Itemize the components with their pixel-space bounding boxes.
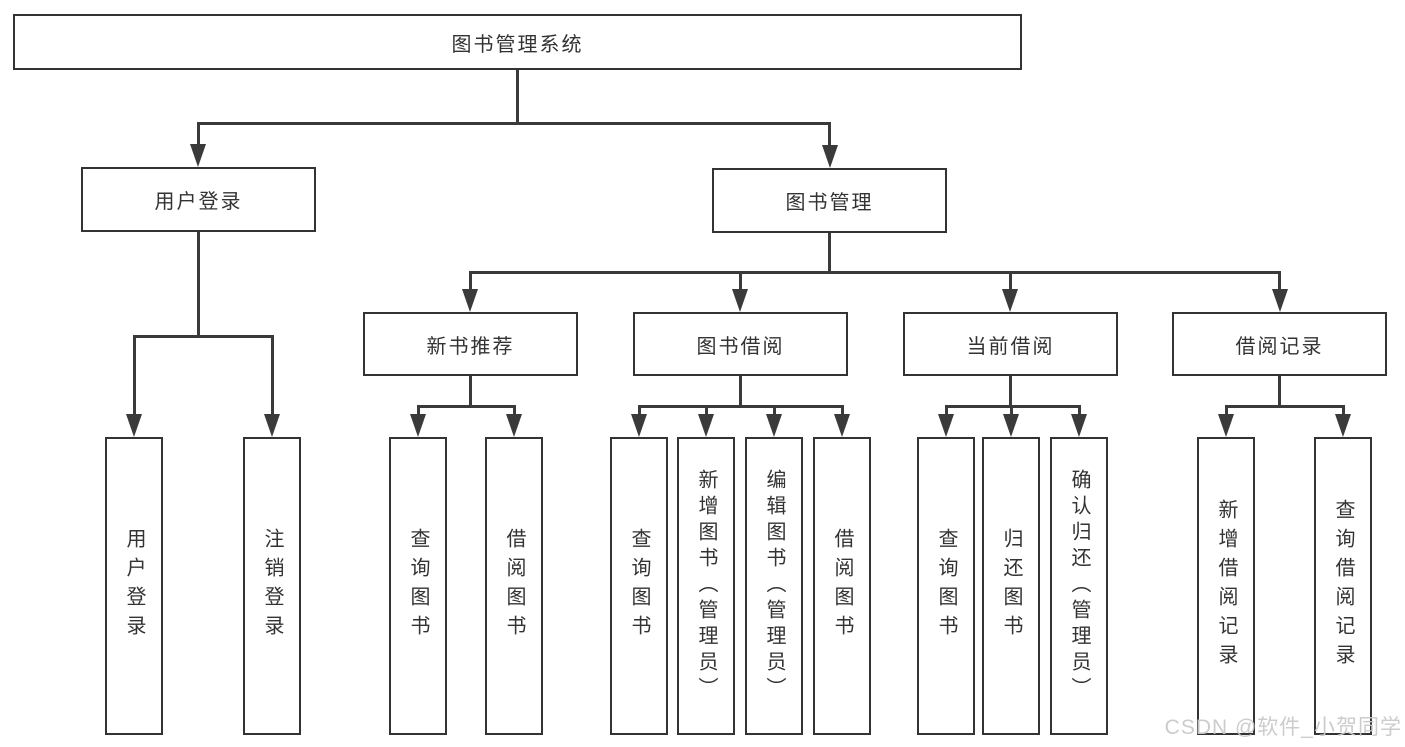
node-label: 借阅记录	[1235, 335, 1324, 358]
node-current-borrow: 当前借阅	[903, 312, 1118, 376]
node-label: 用户登录	[154, 191, 243, 213]
arrow-down-icon	[1272, 289, 1288, 312]
node-label: 查询图书	[407, 528, 429, 644]
leaf-borrow-add-books-admin: 新增图书（管理员）	[677, 437, 735, 735]
node-label: 新书推荐	[426, 335, 515, 358]
connector-line	[1010, 405, 1013, 417]
connector-line	[1009, 271, 1012, 291]
connector-line	[469, 271, 1281, 274]
leaf-borrow-borrow-books: 借阅图书	[813, 437, 871, 735]
node-user-login: 用户登录	[81, 167, 316, 232]
node-label: 图书管理	[785, 192, 874, 214]
connector-line	[133, 335, 136, 416]
node-label: 借阅图书	[503, 528, 525, 644]
connector-line	[739, 271, 742, 291]
connector-line	[773, 405, 776, 417]
leaf-current-return-books: 归还图书	[982, 437, 1040, 735]
leaf-records-add-record: 新增借阅记录	[1197, 437, 1255, 735]
node-borrow-records: 借阅记录	[1172, 312, 1387, 376]
arrow-down-icon	[264, 414, 280, 437]
node-label: 编辑图书（管理员）	[763, 469, 785, 703]
connector-line	[945, 405, 948, 417]
arrow-down-icon	[834, 414, 850, 437]
arrow-down-icon	[938, 414, 954, 437]
arrow-down-icon	[822, 145, 838, 168]
arrow-down-icon	[190, 144, 206, 167]
connector-line	[828, 122, 831, 147]
node-label: 确认归还（管理员）	[1068, 469, 1090, 703]
node-label: 注销登录	[261, 528, 283, 644]
connector-line	[828, 233, 831, 273]
arrow-down-icon	[732, 289, 748, 312]
connector-line	[1278, 271, 1281, 291]
leaf-recommend-query-books: 查询图书	[389, 437, 447, 735]
node-label: 查询借阅记录	[1332, 499, 1354, 673]
leaf-recommend-borrow-books: 借阅图书	[485, 437, 543, 735]
arrow-down-icon	[698, 414, 714, 437]
node-book-management: 图书管理	[712, 168, 947, 233]
leaf-logout: 注销登录	[243, 437, 301, 735]
node-new-book-recommend: 新书推荐	[363, 312, 578, 376]
node-label: 新增借阅记录	[1215, 499, 1237, 673]
node-label: 查询图书	[628, 528, 650, 644]
arrow-down-icon	[1335, 414, 1351, 437]
leaf-current-confirm-return-admin: 确认归还（管理员）	[1050, 437, 1108, 735]
arrow-down-icon	[462, 289, 478, 312]
node-label: 用户登录	[123, 528, 145, 644]
arrow-down-icon	[766, 414, 782, 437]
node-label: 借阅图书	[831, 528, 853, 644]
csdn-watermark: CSDN @软件_小贺同学	[1164, 716, 1402, 739]
connector-line	[417, 405, 516, 408]
arrow-down-icon	[631, 414, 647, 437]
connector-line	[705, 405, 708, 417]
connector-line	[1278, 376, 1281, 407]
node-label: 归还图书	[1000, 528, 1022, 644]
node-label: 图书管理系统	[451, 33, 584, 56]
connector-line	[1225, 405, 1345, 408]
leaf-user-login: 用户登录	[105, 437, 163, 735]
arrow-down-icon	[506, 414, 522, 437]
connector-line	[1009, 376, 1012, 407]
node-label: 查询图书	[935, 528, 957, 644]
arrow-down-icon	[126, 414, 142, 437]
node-label: 新增图书（管理员）	[695, 469, 717, 703]
connector-line	[1342, 405, 1345, 417]
connector-line	[197, 122, 200, 146]
arrow-down-icon	[410, 414, 426, 437]
connector-line	[945, 405, 1081, 408]
node-book-borrow: 图书借阅	[633, 312, 848, 376]
leaf-current-query-books: 查询图书	[917, 437, 975, 735]
arrow-down-icon	[1003, 414, 1019, 437]
connector-line	[638, 405, 641, 417]
connector-line	[469, 271, 472, 291]
arrow-down-icon	[1071, 414, 1087, 437]
node-root-library-system: 图书管理系统	[13, 14, 1022, 70]
leaf-records-query-record: 查询借阅记录	[1314, 437, 1372, 735]
connector-line	[739, 376, 742, 407]
connector-line	[638, 405, 844, 408]
connector-line	[417, 405, 420, 417]
connector-line	[841, 405, 844, 417]
node-label: 当前借阅	[966, 335, 1055, 358]
node-label: 图书借阅	[696, 335, 785, 358]
connector-line	[197, 232, 200, 337]
connector-line	[133, 335, 274, 338]
connector-line	[513, 405, 516, 417]
arrow-down-icon	[1002, 289, 1018, 312]
connector-line	[197, 122, 830, 125]
leaf-borrow-query-books: 查询图书	[610, 437, 668, 735]
connector-line	[271, 335, 274, 416]
connector-line	[1078, 405, 1081, 417]
arrow-down-icon	[1218, 414, 1234, 437]
connector-line	[1225, 405, 1228, 417]
connector-line	[516, 70, 519, 124]
connector-line	[469, 376, 472, 407]
leaf-borrow-edit-books-admin: 编辑图书（管理员）	[745, 437, 803, 735]
